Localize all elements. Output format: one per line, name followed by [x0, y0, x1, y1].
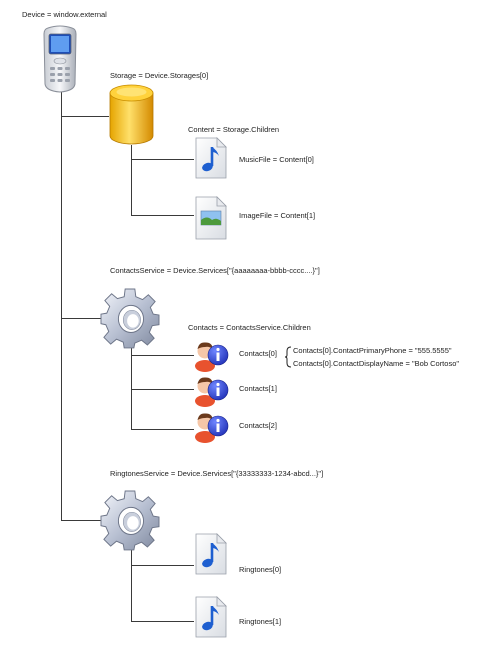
- branch-line-ringtone0: [131, 565, 194, 566]
- left-brace-icon: [284, 346, 292, 368]
- music-file-label: MusicFile = Content[0]: [239, 155, 314, 164]
- branch-line-music-file: [131, 159, 194, 160]
- ringtone1-label: Ringtones[1]: [239, 617, 282, 626]
- contacts-service-label: ContactsService = Device.Services["{aaaa…: [110, 266, 320, 275]
- gear-icon: [100, 487, 160, 551]
- branch-line-storage: [61, 116, 109, 117]
- branch-line-ringtones-service: [61, 520, 106, 521]
- ringtone0-label: Ringtones[0]: [239, 565, 282, 574]
- image-file-icon: [193, 196, 229, 240]
- branch-line-contact2: [131, 429, 194, 430]
- contact0-label: Contacts[0]: [239, 349, 277, 358]
- ringtones-children-line: [131, 550, 132, 621]
- music-file-icon: [193, 137, 229, 179]
- ringtone-file-icon: [193, 596, 229, 638]
- contacts-label: Contacts = ContactsService.Children: [188, 323, 311, 332]
- storage-children-line: [131, 145, 132, 215]
- contact-info-icon: [194, 410, 230, 443]
- branch-line-contact1: [131, 389, 194, 390]
- branch-line-contacts-service: [61, 318, 106, 319]
- contact1-label: Contacts[1]: [239, 384, 277, 393]
- mobile-phone-icon: [40, 24, 80, 94]
- contact0-display-name-label: Contacts[0].ContactDisplayName = "Bob Co…: [293, 359, 460, 368]
- contact2-label: Contacts[2]: [239, 421, 277, 430]
- tree-trunk-line: [61, 92, 62, 521]
- branch-line-ringtone1: [131, 621, 194, 622]
- database-cylinder-icon: [108, 84, 155, 146]
- branch-line-image-file: [131, 215, 194, 216]
- gear-icon: [100, 285, 160, 349]
- storage-label: Storage = Device.Storages[0]: [110, 71, 209, 80]
- device-label: Device = window.external: [22, 10, 107, 19]
- image-file-label: ImageFile = Content[1]: [239, 211, 316, 220]
- branch-line-contact0: [131, 355, 194, 356]
- ringtones-service-label: RingtonesService = Device.Services["{333…: [110, 469, 324, 478]
- contact-info-icon: [194, 374, 230, 407]
- contact-info-icon: [194, 339, 230, 372]
- ringtone-file-icon: [193, 533, 229, 575]
- content-label: Content = Storage.Children: [188, 125, 280, 134]
- contact0-phone-label: Contacts[0].ContactPrimaryPhone = "555.5…: [293, 346, 452, 355]
